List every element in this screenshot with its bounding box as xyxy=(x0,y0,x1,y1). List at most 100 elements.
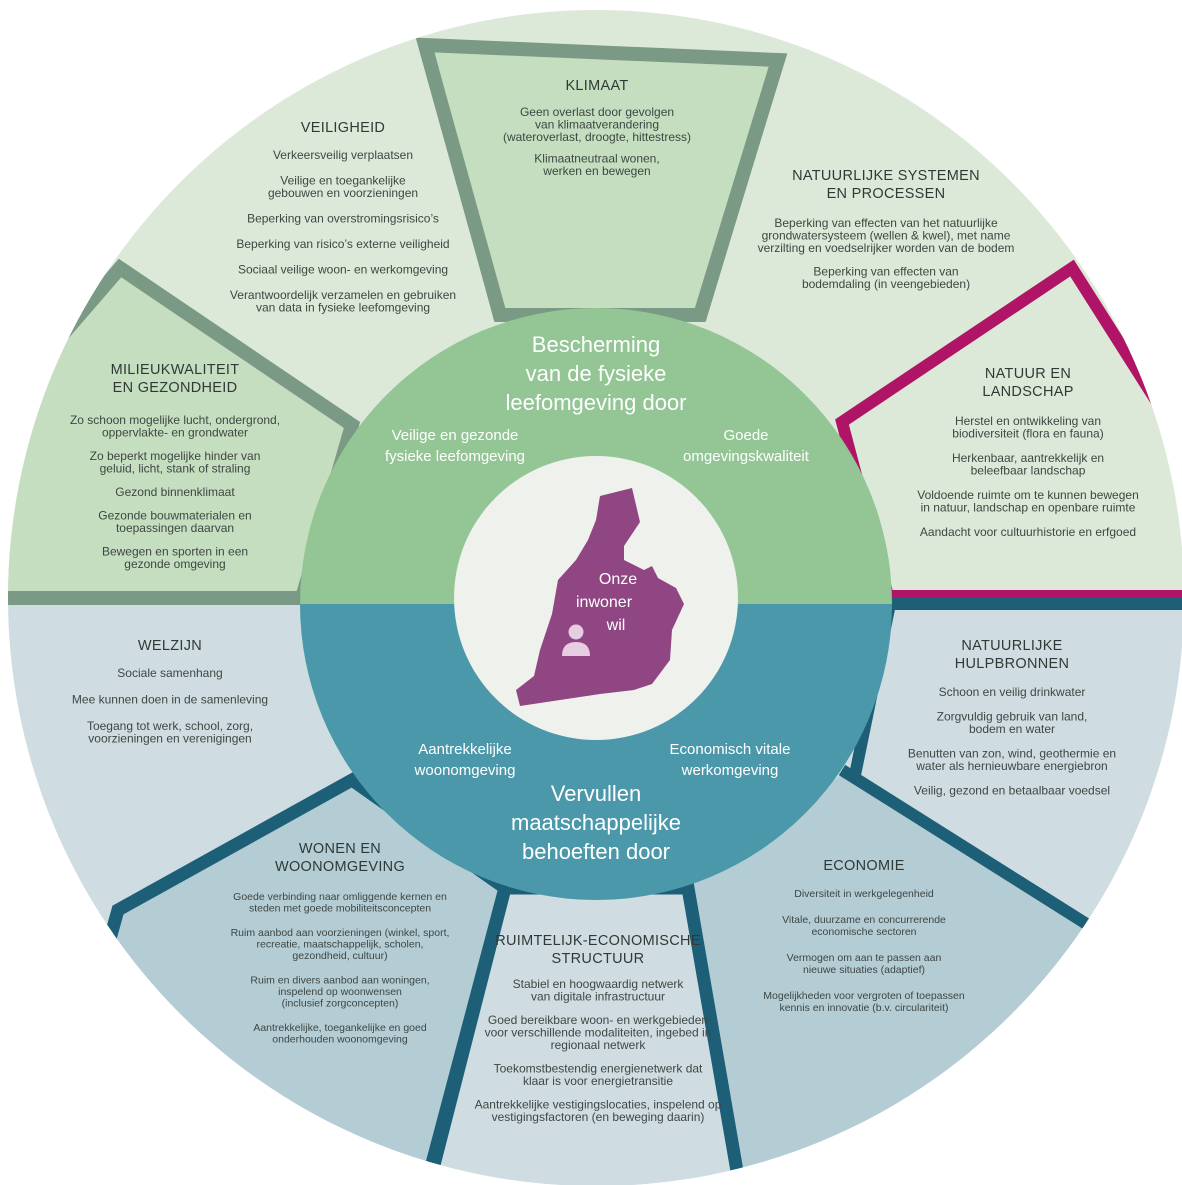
segment-item: Sociale samenhang xyxy=(117,666,222,680)
segment-text-wonen: WONEN EN WOONOMGEVING Goede verbinding naa… xyxy=(231,841,450,1046)
segment-item: werken en bewegen xyxy=(542,164,650,178)
segment-item: gebouwen en voorzieningen xyxy=(268,186,418,200)
segment-item: van data in fysieke leefomgeving xyxy=(256,301,430,315)
segment-title: NATUUR EN xyxy=(985,366,1071,382)
segment-text-natuurlijke-systemen: NATUURLIJKE SYSTEMEN EN PROCESSEN Beperkin… xyxy=(758,168,1015,291)
bottom-ring-title-0: Vervullen xyxy=(551,781,642,806)
segment-item: steden met goede mobiliteitsconcepten xyxy=(249,903,431,915)
segment-item: Bewegen en sporten in een xyxy=(102,545,248,559)
segment-item: Aantrekkelijke vestigingslocaties, inspe… xyxy=(475,1098,722,1112)
bottom-ring-right-0: Economisch vitale xyxy=(670,741,791,758)
top-ring-left-1: fysieke leefomgeving xyxy=(385,448,525,465)
divider-klimaat-systemen xyxy=(694,53,786,322)
segment-text-ruimtelijk-economische: RUIMTELIJK-ECONOMISCHE STRUCTUUR Stabiel e… xyxy=(475,933,722,1124)
segment-item: Sociaal veilige woon- en werkomgeving xyxy=(238,263,448,277)
segment-item: kennis en innovatie (b.v. circulariteit) xyxy=(779,1002,948,1014)
segment-item: in natuur, landschap en openbare ruimte xyxy=(921,501,1136,515)
segment-item: Stabiel en hoogwaardig netwerk xyxy=(513,977,685,991)
segment-title: WONEN EN xyxy=(299,841,381,857)
top-ring-title-0: Bescherming xyxy=(532,332,660,357)
segment-item: beleefbaar landschap xyxy=(971,464,1086,478)
municipality-map xyxy=(516,488,684,706)
segment-item: economische sectoren xyxy=(811,926,916,938)
segment-item: Beperking van risico’s externe veilighei… xyxy=(236,237,449,251)
segment-title: STRUCTUUR xyxy=(552,951,645,967)
segment-item: (inclusief zorgconcepten) xyxy=(282,998,399,1010)
segment-item: Toekomstbestendig energienetwerk dat xyxy=(494,1062,703,1076)
segment-title: EN PROCESSEN xyxy=(827,186,946,202)
segment-item: water als hernieuwbare energiebron xyxy=(915,759,1107,773)
segment-item: Herkenbaar, aantrekkelijk en xyxy=(952,451,1104,465)
segment-item: bodem en water xyxy=(969,722,1055,736)
segment-item: regionaal netwerk xyxy=(551,1038,647,1052)
core-line-0: Onze xyxy=(599,571,637,588)
segment-item: Verantwoordelijk verzamelen en gebruiken xyxy=(230,288,456,302)
segment-item: Herstel en ontwikkeling van xyxy=(955,414,1101,428)
divider-hulpbronnen-economie xyxy=(838,764,1116,946)
segment-item: Beperking van overstromingsrisico’s xyxy=(247,212,439,226)
segment-item: recreatie, maatschappelijk, scholen, xyxy=(257,939,424,951)
top-ring-title-2: leefomgeving door xyxy=(505,390,686,415)
segment-title: WELZIJN xyxy=(138,638,202,654)
segment-item: van klimaatverandering xyxy=(535,118,659,132)
segment-item: gezondheid, cultuur) xyxy=(292,950,387,962)
bottom-ring-left-1: woonomgeving xyxy=(414,762,516,779)
segment-item: Diversiteit in werkgelegenheid xyxy=(794,888,934,900)
segment-item: Toegang tot werk, school, zorg, xyxy=(87,719,253,733)
segment-title: LANDSCHAP xyxy=(982,384,1073,400)
segment-item: Klimaatneutraal wonen, xyxy=(534,152,659,166)
segment-item: Goed bereikbare woon- en werkgebieden xyxy=(488,1013,708,1027)
segment-item: Vermogen om aan te passen aan xyxy=(787,952,942,964)
segment-item: geluid, licht, stank of straling xyxy=(100,462,251,476)
segment-title: RUIMTELIJK-ECONOMISCHE xyxy=(495,933,701,949)
segment-item: Gezonde bouwmaterialen en xyxy=(98,509,251,523)
segment-title: EN GEZONDHEID xyxy=(113,380,238,396)
bottom-ring-title-2: behoeften door xyxy=(522,839,670,864)
segment-item: Benutten van zon, wind, geothermie en xyxy=(908,747,1116,761)
segment-item: biodiversiteit (flora en fauna) xyxy=(952,427,1103,441)
segment-text-economie: ECONOMIE Diversiteit in werkgelegenheidVi… xyxy=(763,858,965,1014)
segment-title: NATUURLIJKE SYSTEMEN xyxy=(792,168,980,184)
segment-item: nieuwe situaties (adaptief) xyxy=(803,964,925,976)
segment-title: NATUURLIJKE xyxy=(961,638,1062,654)
segment-title: KLIMAAT xyxy=(565,78,628,94)
segment-item: voor verschillende modaliteiten, ingebed… xyxy=(485,1026,712,1040)
segment-item: Goede verbinding naar omliggende kernen … xyxy=(233,891,447,903)
segment-item: Mee kunnen doen in de samenleving xyxy=(72,693,268,707)
segment-title: ECONOMIE xyxy=(823,858,904,874)
segment-item: oppervlakte- en grondwater xyxy=(102,426,248,440)
segment-item: Gezond binnenklimaat xyxy=(115,485,235,499)
segment-item: inspelend op woonwensen xyxy=(278,986,402,998)
segment-text-natuur-landschap: NATUUR EN LANDSCHAP Herstel en ontwikkelin… xyxy=(917,366,1139,539)
segment-item: Beperking van effecten van xyxy=(813,265,958,279)
top-ring-left-0: Veilige en gezonde xyxy=(392,427,519,444)
segment-item: bodemdaling (in veengebieden) xyxy=(802,277,970,291)
segment-title: HULPBRONNEN xyxy=(955,656,1070,672)
core-line-2: wil xyxy=(606,617,626,634)
segment-item: vestigingsfactoren (en beweging daarin) xyxy=(492,1110,705,1124)
segment-item: Vitale, duurzame en concurrerende xyxy=(782,914,946,926)
inner-bottom-half xyxy=(300,604,892,900)
bottom-ring-left-0: Aantrekkelijke xyxy=(418,741,511,758)
segment-item: Zorgvuldig gebruik van land, xyxy=(937,710,1088,724)
segment-item: Geen overlast door gevolgen xyxy=(520,105,674,119)
top-ring-right-1: omgevingskwaliteit xyxy=(683,448,810,465)
segment-item: klaar is voor energietransitie xyxy=(523,1074,673,1088)
segment-item: toepassingen daarvan xyxy=(116,521,234,535)
segment-milieukwaliteit xyxy=(8,258,361,605)
segment-item: Aandacht voor cultuurhistorie en erfgoed xyxy=(920,525,1136,539)
segment-item: Zo beperkt mogelijke hinder van xyxy=(90,449,261,463)
segment-title: WOONOMGEVING xyxy=(275,859,405,875)
segment-item: Ruim aanbod aan voorzieningen (winkel, s… xyxy=(231,927,450,939)
core-line-1: inwoner xyxy=(576,594,633,611)
top-ring-title-1: van de fysieke xyxy=(526,361,667,386)
top-ring-right-0: Goede xyxy=(723,427,768,444)
segment-item: Mogelijkheden voor vergroten of toepasse… xyxy=(763,990,965,1002)
segment-item: Voldoende ruimte om te kunnen bewegen xyxy=(917,488,1139,502)
